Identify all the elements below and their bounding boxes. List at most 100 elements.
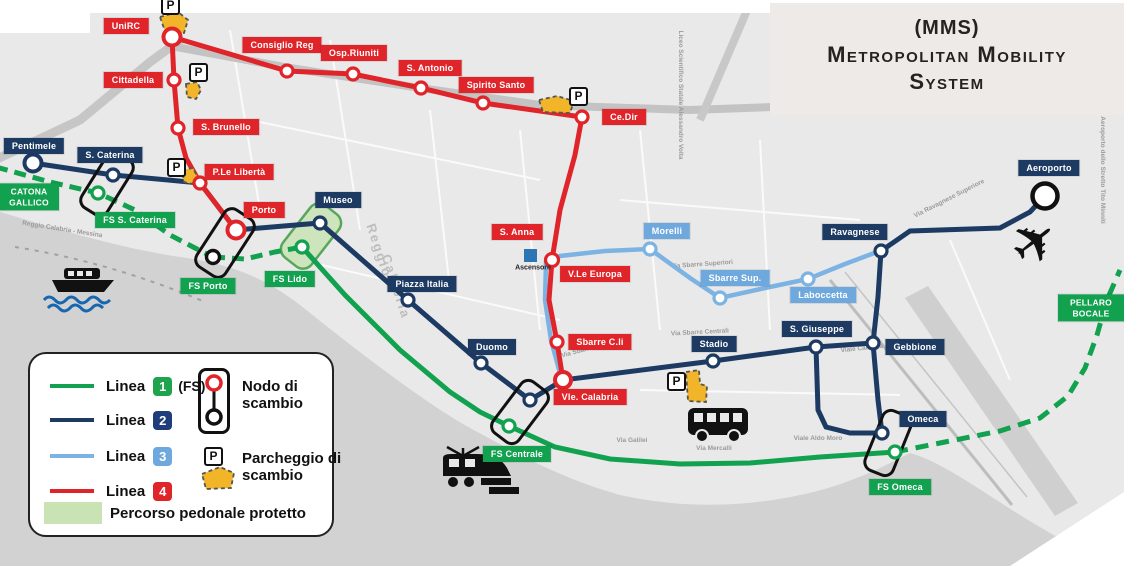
- nodo-di-scambio-label: Nodo di scambio: [242, 378, 303, 413]
- ferry-boat-icon: [42, 268, 114, 313]
- terminus-vle-calabria: [553, 370, 573, 390]
- linea1-badge: 1: [153, 376, 173, 396]
- linea2-swatch: [50, 417, 94, 423]
- page-margin-top: [0, 0, 770, 13]
- station-label-s-giuseppe: S. Giuseppe: [781, 321, 853, 337]
- region-label-pellaro-bocale: PELLARO BOCALE: [1058, 294, 1124, 322]
- station-label-omeca: Omeca: [899, 411, 947, 427]
- station-label-s-brunello: S. Brunello: [193, 119, 259, 135]
- station-label-cittadella: Cittadella: [103, 72, 163, 88]
- exchange-box-fs-centrale: [490, 378, 550, 446]
- legend-row-linea2: Linea 2: [50, 410, 173, 430]
- station-label-s-caterina: S. Caterina: [77, 147, 143, 163]
- linea3-badge: 3: [153, 446, 173, 466]
- linea4-badge: 4: [153, 481, 173, 501]
- parking-icon-stadio: P: [667, 372, 686, 391]
- title-line-2: Metropolitan Mobility: [827, 42, 1067, 67]
- street-label: Via Galilei: [617, 437, 648, 444]
- ascensore-icon: [524, 249, 537, 262]
- linea2-label: Linea: [106, 411, 146, 429]
- linea2-badge: 2: [153, 410, 173, 430]
- airplane-icon: ✈: [997, 203, 1074, 283]
- station-label-ravagnese: Ravagnese: [822, 224, 888, 240]
- station-label-vle-calabria: Vle. Calabria: [553, 389, 627, 405]
- street-label: Viale Aldo Moro: [794, 435, 843, 442]
- terminus-porto: [225, 219, 247, 241]
- parking-icon-unirc: P: [161, 0, 180, 15]
- legend-row-linea3: Linea 3: [50, 446, 173, 466]
- street-label: Via Sbarre Superiori: [671, 259, 734, 270]
- station-nodes: [22, 26, 1060, 460]
- parking-icon-cedir: P: [569, 87, 588, 106]
- station-label-fs-centrale: FS Centrale: [482, 446, 552, 462]
- street-label: Aeroporto dello Stretto Tito Minniti: [1099, 116, 1106, 224]
- station-label-fs-s-caterina: FS S. Caterina: [95, 212, 175, 228]
- station-label-sbarre-sup: Sbarre Sup.: [700, 270, 770, 286]
- station-label-pentimele: Pentimele: [3, 138, 65, 154]
- station-label-consiglio-reg: Consiglio Reg: [242, 37, 322, 53]
- linea1-swatch: [50, 383, 94, 389]
- legend-row-linea1: Linea 1 (FS): [50, 376, 205, 396]
- street-label: Viale Calabria: [840, 343, 883, 354]
- station-label-unirc: UniRC: [103, 18, 149, 34]
- station-label-morelli: Morelli: [643, 223, 691, 239]
- station-label-fs-omeca: FS Omeca: [869, 479, 931, 495]
- street-label: Via Ravagnese Superiore: [913, 178, 986, 220]
- station-label-ce-dir: Ce.Dir: [602, 109, 646, 125]
- station-label-duomo: Duomo: [468, 339, 516, 355]
- map-title: (MMS) Metropolitan Mobility System: [770, 3, 1124, 115]
- node-fs-porto: [204, 248, 222, 266]
- station-label-gebbione: Gebbione: [885, 339, 945, 355]
- street-label: Liceo Scientifico Statale Alessandro Vol…: [677, 31, 684, 160]
- street-label: Via Sbarre Centrali: [671, 327, 730, 337]
- terminus-aeroporto: [1030, 181, 1060, 211]
- parking-area-stadio: [685, 368, 708, 403]
- linea4-swatch: [50, 488, 94, 494]
- parcheggio-label: Parcheggio di scambio: [242, 450, 342, 485]
- station-label-stadio: Stadio: [691, 336, 737, 352]
- nodo-di-scambio-icon: [198, 368, 230, 434]
- parking-area-cedir: [537, 95, 576, 114]
- exchange-box-porto: [194, 207, 256, 279]
- pedestrian-swatch: [44, 502, 102, 524]
- station-label-osp-riuniti: Osp.Riuniti: [320, 45, 388, 61]
- station-label-fs-lido: FS Lido: [264, 271, 316, 287]
- parking-area-cittadella: [185, 80, 203, 101]
- legend-parking-icon: P: [204, 447, 223, 466]
- title-line-3: System: [909, 69, 985, 94]
- terminus-unirc: [161, 26, 183, 48]
- region-label-catona-gallico: CATONA GALLICO: [0, 183, 59, 211]
- linea1-label: Linea: [106, 377, 146, 395]
- bus-icon: [688, 408, 748, 443]
- station-label-sbarre-cli: Sbarre C.li: [568, 334, 632, 350]
- linea3-swatch: [50, 453, 94, 459]
- terminus-pentimele: [22, 152, 44, 174]
- page-margin-bottomright: [1010, 492, 1124, 566]
- legend-box: Linea 1 (FS) Linea 2 Linea 3 Linea 4 Nod: [28, 352, 341, 537]
- parking-icon-cittadella: P: [189, 63, 208, 82]
- pedonale-label: Percorso pedonale protetto: [110, 505, 306, 522]
- linea4-label: Linea: [106, 482, 146, 500]
- station-label-spirito-santo: Spirito Santo: [458, 77, 534, 93]
- linea3-label: Linea: [106, 447, 146, 465]
- legend-parking-area-icon: [200, 466, 236, 490]
- station-label-laboccetta: Laboccetta: [790, 287, 856, 303]
- road-diagonal-north: [696, 6, 752, 122]
- station-label-s-anna: S. Anna: [491, 224, 543, 240]
- station-label-p-le-liberta: P.Le Libertà: [204, 164, 274, 180]
- station-label-v-le-europa: V.Le Europa: [560, 266, 630, 282]
- airport-runway: [905, 286, 1078, 516]
- railway-southeast: [828, 279, 1014, 506]
- legend-row-linea4: Linea 4: [50, 481, 173, 501]
- ascensore-label: Ascensore: [515, 264, 551, 272]
- station-label-s-antonio: S. Antonio: [398, 60, 462, 76]
- title-line-1: (MMS): [914, 17, 980, 39]
- page-margin-topleft: [0, 13, 90, 33]
- street-label: Via Mercalli: [696, 445, 732, 452]
- station-label-piazza-italia: Piazza Italia: [387, 276, 457, 292]
- station-label-aeroporto: Aeroporto: [1018, 160, 1080, 176]
- station-label-porto: Porto: [243, 202, 285, 218]
- station-label-fs-porto: FS Porto: [180, 278, 236, 294]
- parking-icon-liberta: P: [167, 158, 186, 177]
